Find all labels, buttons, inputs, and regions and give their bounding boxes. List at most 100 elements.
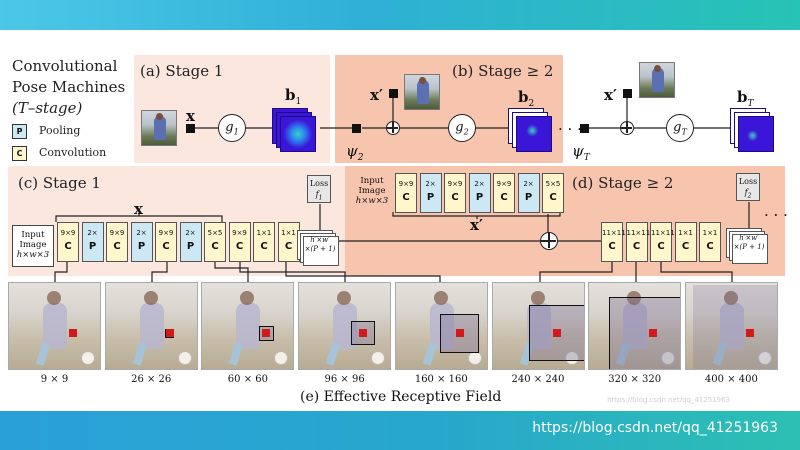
pooling-legend-label: Pooling [39, 124, 81, 137]
psiT-text: ψ [572, 142, 584, 160]
stage-c-pooling-block: 2×P [130, 222, 153, 262]
stage-b-sum-node [386, 121, 400, 135]
stage-c-block-type: C [235, 241, 244, 252]
stage-b-g-label: g [455, 120, 464, 135]
stage-c-output-maps: h′×w′ ×(P + 1) [297, 230, 339, 266]
stage-d-sum-node [540, 232, 558, 250]
stage-c-output-line2: ×(P + 1) [304, 245, 336, 253]
stage-a-x-label: x [186, 107, 195, 125]
stage-t-input-image [639, 62, 675, 98]
keypoint-marker [262, 329, 271, 337]
stage-b-b-text: b [518, 88, 529, 106]
stage-d-input-line1: Input [360, 176, 384, 186]
stage-d-feature-block-type: C [451, 192, 459, 203]
keypoint-marker [69, 329, 77, 337]
convolution-legend-label: Convolution [39, 146, 107, 159]
stage-d-feature-block-kernel: 5×5 [545, 180, 561, 188]
stage-c-block-kernel: 2× [136, 229, 147, 237]
top-banner [0, 0, 800, 30]
stage-b-g-node: g2 [448, 114, 476, 142]
receptive-field-box [692, 285, 777, 369]
psi2-sub: 2 [357, 153, 364, 163]
stage-d-block-kernel: 1×1 [702, 229, 718, 237]
receptive-field-label: 160 × 160 [414, 374, 468, 385]
stage-c-block-type: C [113, 241, 121, 252]
psiT-sub: T [583, 153, 590, 163]
psi2-label: ψ2 [346, 142, 364, 163]
stage-a-input-image [141, 110, 177, 146]
stage-d-feature-block-type: P [426, 192, 435, 203]
stage-c-block-kernel: 9×9 [158, 229, 174, 237]
stage-c-title: (c) Stage 1 [18, 174, 101, 192]
stage-t-x-node [623, 89, 632, 98]
stage-t-b-text: b [737, 88, 748, 106]
stage-t-x-label: x′ [604, 86, 617, 104]
legend-title-line1: Convolutional [12, 57, 118, 75]
psiT-label: ψT [572, 142, 590, 163]
stage-a-b-sub: 1 [295, 97, 302, 107]
stage-d-title: (d) Stage ≥ 2 [572, 174, 674, 192]
watermark-url: https://blog.csdn.net/qq_41251963 [532, 420, 778, 436]
stage-a-belief-maps [272, 108, 316, 152]
keypoint-marker [455, 329, 464, 337]
stage-d-block-type: C [657, 241, 665, 252]
stage-c-output-line1: h′×w′ [310, 236, 330, 244]
stage-d-block-type: C [632, 241, 641, 252]
stage-c-block-kernel: 2× [87, 229, 98, 237]
stage-c-input-line2: Image [19, 240, 47, 250]
stage-a-g-node: g1 [218, 114, 246, 142]
stage-a-g-sub: 1 [233, 127, 239, 137]
stage-d-loss-box: Loss f2 [736, 173, 760, 201]
stage-d-feature-pooling-block: 2× P [468, 173, 491, 213]
stage-d-x-label: x′ [470, 216, 483, 234]
keypoint-marker [745, 329, 754, 337]
stage-d-block-type: C [608, 241, 616, 252]
stage-c-block-type: C [284, 241, 293, 252]
stage-d-output-line1: h′×w′ [739, 234, 759, 242]
stage-t-sum-node [620, 121, 634, 135]
stage-c-input-line1: Input [21, 230, 45, 240]
receptive-field-label: 9 × 9 [40, 374, 69, 385]
stage-b-input-image [404, 74, 440, 110]
stage-c-block-type: C [260, 241, 268, 252]
receptive-field-image [684, 282, 778, 370]
psi2-text: ψ [346, 142, 358, 160]
receptive-field-image [8, 282, 101, 370]
stage-a-title: (a) Stage 1 [140, 62, 224, 80]
stage-b-x-label: x′ [370, 86, 383, 104]
stage-b-belief-maps [508, 108, 552, 152]
stage-d-feature-block-kernel: 9×9 [447, 180, 463, 188]
stage-d-output-line2: ×(P + 1) [733, 243, 765, 251]
receptive-field-label: 320 × 320 [608, 374, 662, 385]
receptive-field-image [104, 282, 198, 370]
stage-c-loss-line1: Loss [309, 179, 329, 188]
stage-d-feature-pooling-block: 2×P [419, 173, 442, 213]
stage-c-block-kernel: 9×9 [60, 229, 76, 237]
stage-d-feature-block-type: C [500, 192, 508, 203]
stage-d-feature-block-type: C [549, 192, 557, 203]
stage-b-x-node [389, 89, 398, 98]
bottom-banner [0, 411, 800, 450]
stage-c-block-type: P [186, 241, 195, 252]
stage-a-b-text: b [285, 86, 296, 104]
receptive-field-label: 26 × 26 [131, 374, 172, 385]
stage-d-feature-block-kernel: 9×9 [496, 180, 512, 188]
stage-c-block-kernel: 1×1 [281, 229, 296, 237]
stage-t-g-node: gT [666, 114, 694, 142]
stage-d-loss-sub: 2 [747, 192, 752, 200]
stage-d-input-image: Input Image h×w×3 [351, 172, 393, 212]
stage-d-block-kernel: 11×11 [626, 229, 651, 237]
stage-d-feature-block-kernel: 2× [474, 180, 485, 188]
stage-d-feature-block-type: P [475, 192, 484, 203]
stage-d-block-kernel: 1×1 [678, 229, 693, 237]
stage-t-g-sub: T [681, 127, 687, 137]
receptive-field-label: 60 × 60 [227, 374, 268, 385]
